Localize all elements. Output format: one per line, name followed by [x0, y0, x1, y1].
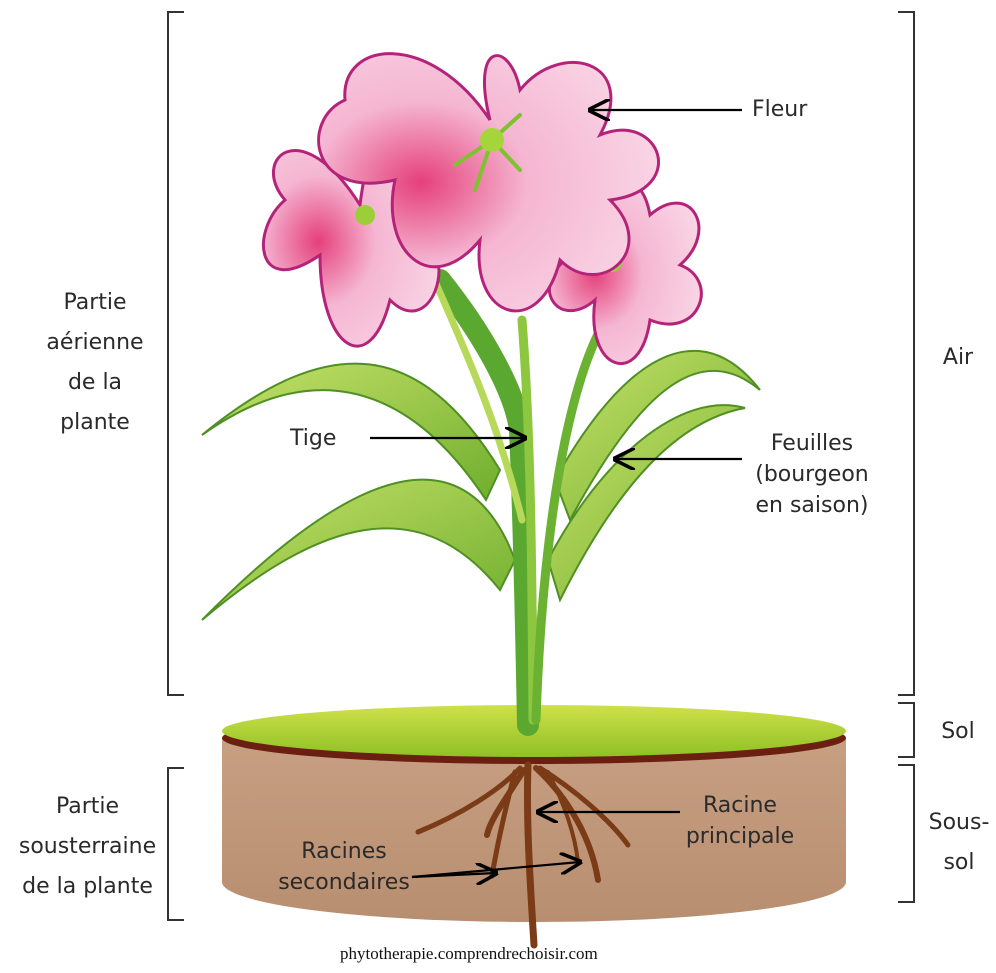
label-racine-principale: Racine principale — [670, 790, 810, 852]
bracket-aerienne — [168, 12, 184, 695]
label-racine-principale-line2: principale — [670, 821, 810, 852]
zone-aerienne-line4: plante — [20, 403, 170, 443]
zone-label-sous-sol: Sous- sol — [924, 803, 994, 883]
zone-souterraine-line1: Partie — [5, 787, 170, 827]
zone-sous-sol-line1: Sous- — [924, 803, 994, 843]
label-racines-secondaires: Racines secondaires — [270, 836, 418, 898]
label-feuilles-line1: Feuilles — [742, 428, 882, 459]
label-feuilles-line3: en saison) — [742, 490, 882, 521]
label-racine-principale-line1: Racine — [670, 790, 810, 821]
label-fleur: Fleur — [752, 94, 807, 125]
zone-souterraine-line2: sousterraine — [5, 827, 170, 867]
bracket-air — [898, 12, 914, 695]
label-feuilles-line2: (bourgeon — [742, 459, 882, 490]
label-racines-secondaires-line1: Racines — [270, 836, 418, 867]
zone-aerienne-line3: de la — [20, 363, 170, 403]
zone-label-sol: Sol — [928, 716, 988, 747]
label-feuilles: Feuilles (bourgeon en saison) — [742, 428, 882, 521]
bracket-sol — [898, 703, 914, 757]
source-credit: phytotherapie.comprendrechoisir.com — [340, 944, 598, 964]
zone-label-air: Air — [928, 342, 988, 373]
zone-souterraine-line3: de la plante — [5, 867, 170, 907]
zone-sous-sol-line2: sol — [924, 843, 994, 883]
bracket-sous-sol — [898, 765, 914, 902]
label-racines-secondaires-line2: secondaires — [270, 867, 418, 898]
bracket-souterraine — [168, 768, 184, 920]
zone-label-aerienne: Partie aérienne de la plante — [20, 283, 170, 443]
label-tige: Tige — [290, 423, 336, 454]
zone-aerienne-line2: aérienne — [20, 323, 170, 363]
zone-aerienne-line1: Partie — [20, 283, 170, 323]
zone-label-souterraine: Partie sousterraine de la plante — [5, 787, 170, 907]
